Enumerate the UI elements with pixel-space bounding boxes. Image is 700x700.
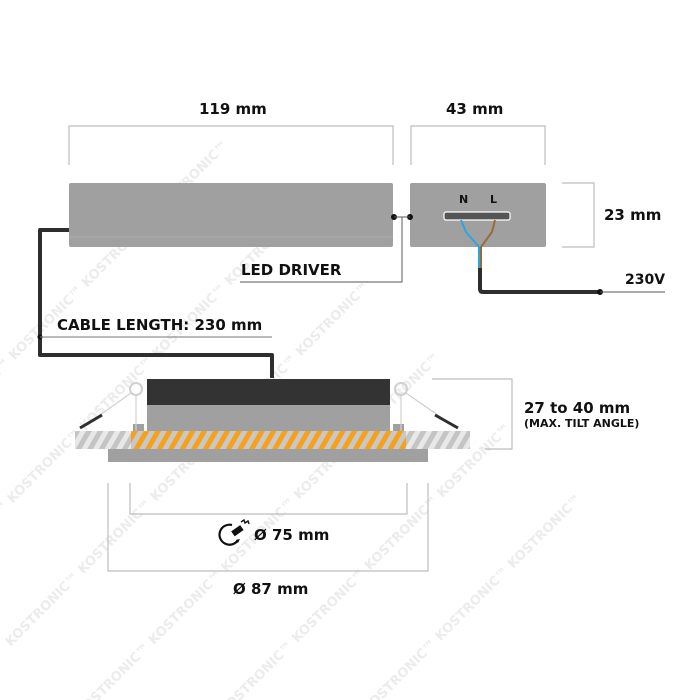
cutout-bracket bbox=[129, 483, 408, 515]
hole-saw-icon bbox=[218, 518, 250, 546]
voltage-label: 230V bbox=[625, 272, 666, 288]
connector-height-bracket bbox=[562, 182, 595, 248]
lamp-top bbox=[147, 379, 390, 405]
connector-length-label: 43 mm bbox=[446, 100, 504, 118]
cable-length-label: CABLE LENGTH: 230 mm bbox=[57, 316, 263, 334]
connector-length-bracket bbox=[410, 125, 546, 165]
lamp-body bbox=[147, 405, 390, 431]
live-wire bbox=[480, 219, 496, 268]
driver-length-bracket bbox=[68, 125, 394, 165]
outer-diameter-label: Ø 87 mm bbox=[233, 580, 309, 598]
led-panel bbox=[131, 431, 406, 449]
led-driver-body bbox=[69, 183, 393, 247]
terminal-block bbox=[443, 211, 511, 221]
depth-note-label: (MAX. TILT ANGLE) bbox=[524, 417, 640, 430]
led-driver-label: LED DRIVER bbox=[241, 261, 342, 279]
clip-right bbox=[434, 413, 459, 430]
neutral-wire bbox=[460, 219, 480, 268]
lamp-bezel bbox=[108, 449, 428, 462]
cutout-diameter-label: Ø 75 mm bbox=[254, 526, 330, 544]
clip-left bbox=[79, 413, 103, 430]
driver-output-cable bbox=[38, 228, 274, 378]
connector-height-label: 23 mm bbox=[604, 206, 662, 224]
depth-bracket bbox=[432, 378, 513, 450]
mains-cable bbox=[478, 268, 598, 294]
neutral-label: N bbox=[459, 193, 469, 206]
depth-label: 27 to 40 mm bbox=[524, 399, 631, 417]
outer-diameter-bracket bbox=[107, 483, 429, 572]
driver-length-label: 119 mm bbox=[199, 100, 267, 118]
live-label: L bbox=[490, 193, 498, 206]
